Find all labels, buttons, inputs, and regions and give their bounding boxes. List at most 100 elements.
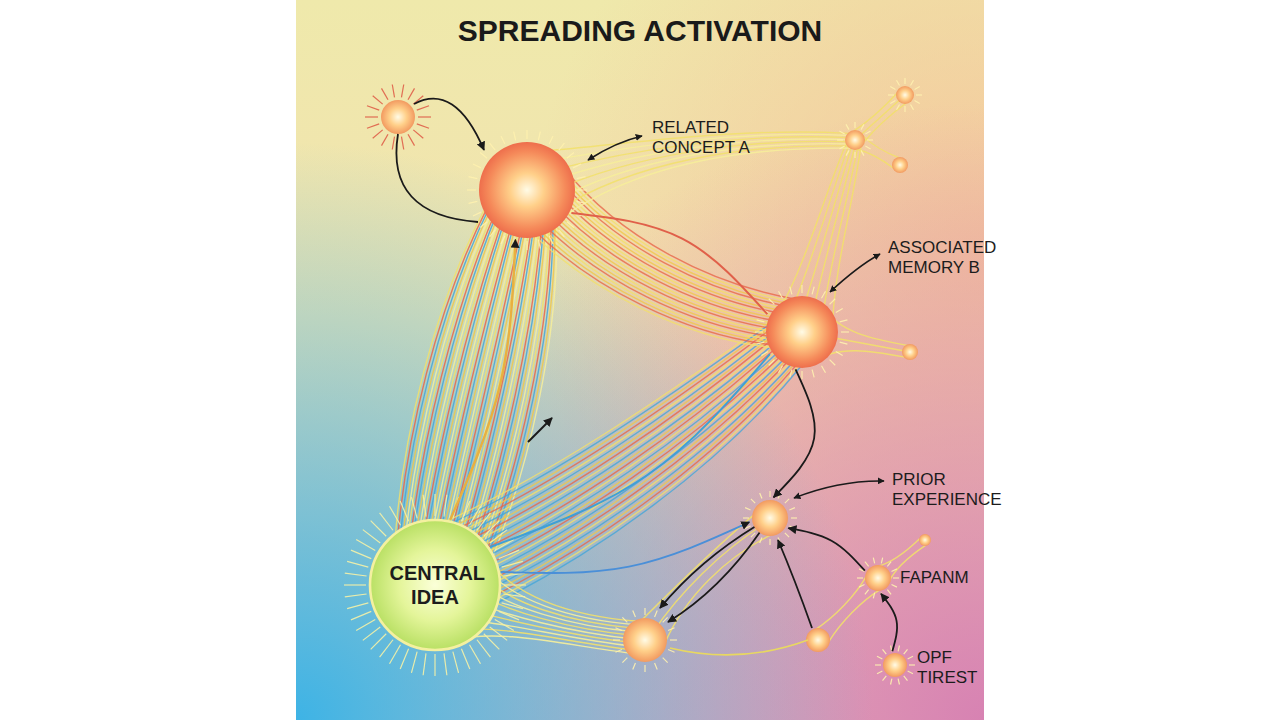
- glow-ray: [904, 676, 908, 681]
- glow-ray: [577, 177, 586, 179]
- glow-ray: [470, 645, 481, 664]
- glow-ray: [453, 652, 459, 673]
- glow-ray: [801, 285, 802, 293]
- fiber-line: [670, 640, 808, 655]
- glow-ray: [484, 521, 500, 537]
- fiber-line: [537, 223, 778, 340]
- glow-ray: [836, 309, 843, 313]
- glow-ray: [504, 584, 526, 585]
- glow-ray: [873, 558, 874, 564]
- glow-ray: [779, 366, 783, 373]
- glow-ray: [789, 508, 795, 510]
- glow-ray: [549, 236, 553, 244]
- glow-ray: [670, 639, 677, 640]
- glow-ray: [812, 370, 814, 378]
- glow-ray: [622, 658, 627, 663]
- fiber-line: [467, 347, 790, 575]
- glow-ray: [839, 131, 844, 134]
- glow-ray: [854, 152, 855, 158]
- fiber-line: [483, 359, 799, 597]
- glow-ray: [538, 240, 540, 249]
- glow-ray: [839, 146, 844, 149]
- glow-ray: [613, 639, 620, 640]
- fiber-line: [554, 189, 790, 315]
- unlabeled-neurons: [381, 86, 931, 662]
- glow-ray: [769, 491, 770, 497]
- glow-ray: [888, 94, 894, 95]
- activation-connector: [881, 594, 897, 652]
- glow-ray: [344, 584, 366, 585]
- glow-ray: [390, 645, 401, 664]
- flow-arrow: [668, 532, 760, 622]
- glow-ray: [760, 493, 762, 499]
- fiber-line: [487, 363, 801, 604]
- glow-ray: [356, 620, 375, 631]
- glow-ray: [503, 573, 525, 576]
- glow-ray: [892, 569, 897, 572]
- glow-ray: [401, 85, 403, 98]
- circle-fill: [752, 500, 788, 536]
- fiber-line: [461, 217, 535, 558]
- glow-ray: [365, 116, 378, 117]
- fiber-line: [534, 230, 775, 346]
- glow-ray: [411, 497, 417, 518]
- leader-arrow: [830, 254, 880, 292]
- fiber-line: [854, 93, 897, 131]
- fiber-line: [452, 334, 782, 552]
- glow-ray: [904, 78, 905, 84]
- glow-ray: [779, 291, 783, 298]
- glow-ray: [490, 230, 496, 237]
- glow-ray: [633, 610, 636, 616]
- glow-ray: [663, 617, 668, 622]
- glow-ray: [351, 611, 371, 619]
- fiber-line: [441, 325, 776, 536]
- glow-ray: [881, 558, 882, 564]
- node-label: RELATED CONCEPT A: [652, 118, 764, 157]
- fiber-line: [439, 324, 775, 533]
- glow-ray: [467, 189, 476, 190]
- concept-circle: ASSOCIATED MEMORY B: [766, 296, 838, 368]
- activation-connector: [450, 240, 515, 520]
- glow-ray: [663, 658, 668, 663]
- glow-ray: [857, 577, 863, 578]
- glow-ray: [893, 577, 899, 578]
- glow-ray: [408, 88, 415, 99]
- leader-arrow: [794, 481, 884, 498]
- glow-ray: [444, 495, 447, 517]
- glow-ray: [495, 620, 514, 631]
- glow-ray: [477, 513, 490, 530]
- fiber-line: [481, 357, 798, 594]
- glow-ray: [861, 124, 864, 129]
- circle-outline: [752, 500, 788, 536]
- glow-ray: [861, 150, 864, 155]
- glow-ray: [490, 627, 507, 640]
- glow-ray: [526, 130, 527, 139]
- concept-circle: OPF TIREST: [883, 653, 907, 677]
- glow-ray: [867, 139, 873, 140]
- neuron-circle: [381, 100, 415, 134]
- glow-ray: [644, 608, 645, 615]
- glow-ray: [382, 88, 389, 99]
- glow-ray: [461, 649, 469, 669]
- fiber-line: [565, 169, 799, 300]
- neuron-circle: [896, 86, 914, 104]
- circle-outline: [370, 520, 500, 650]
- glow-ray: [423, 495, 426, 517]
- central-circle: CENTRAL IDEA: [370, 520, 500, 650]
- neuron-circle: [902, 344, 918, 360]
- fiber-line: [476, 354, 795, 588]
- glow-ray: [501, 236, 505, 244]
- activation-connector: [490, 354, 770, 547]
- glow-ray: [480, 153, 487, 159]
- fiber-line: [781, 143, 847, 308]
- glow-ray: [755, 331, 763, 332]
- neuron-circle: [806, 628, 830, 652]
- glow-ray: [390, 506, 401, 525]
- glow-ray: [363, 627, 380, 640]
- node-label: OPF TIREST: [917, 648, 989, 687]
- glow-ray: [785, 533, 789, 537]
- glow-ray: [836, 352, 843, 356]
- glow-ray: [473, 164, 481, 168]
